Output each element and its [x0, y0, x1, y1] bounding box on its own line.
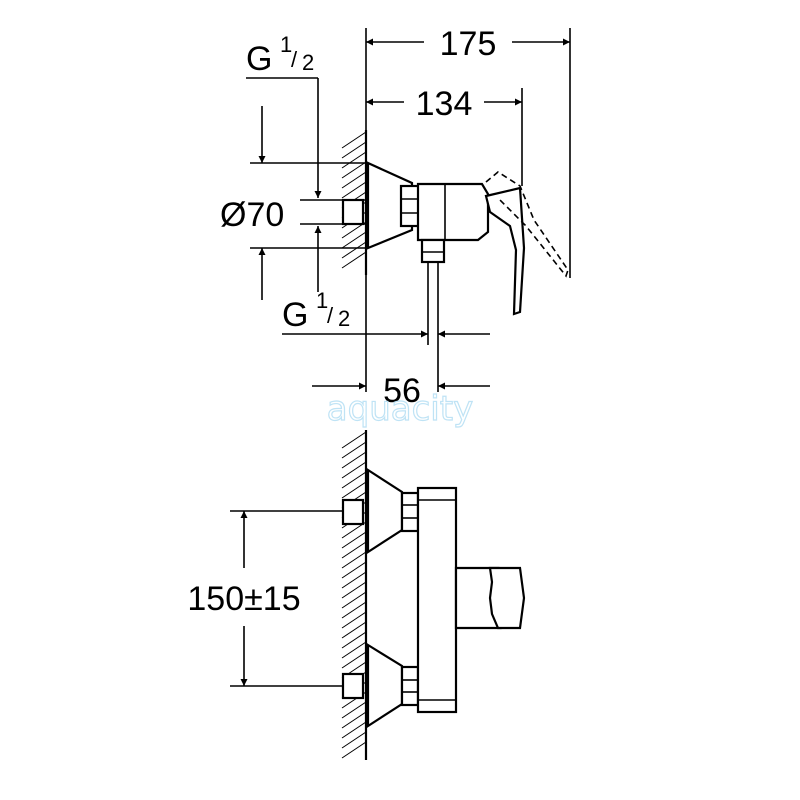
svg-text:2: 2 [302, 50, 314, 75]
hatch-line [341, 471, 367, 489]
hatch-line [341, 171, 367, 189]
supply-stub-upper [341, 498, 365, 526]
outlet-side [420, 238, 446, 264]
hatch-line [341, 551, 367, 569]
lever-raised-dashed [485, 171, 569, 278]
hatch-line [341, 721, 367, 739]
hatch-line [341, 131, 367, 149]
hatch-line [341, 531, 367, 549]
hatch-line [341, 461, 367, 479]
supply-stub-lower [341, 672, 365, 700]
thread-label-top: G 1 / 2 [246, 32, 314, 78]
hatch-line [341, 611, 367, 629]
hatch-line [341, 451, 367, 469]
hatch-line [341, 431, 367, 449]
svg-text:G: G [246, 40, 272, 78]
hatch-line [341, 241, 367, 259]
lever-handle-side [484, 186, 526, 316]
lever-tip-front [488, 566, 526, 630]
hatch-line [341, 651, 367, 669]
rosette-upper [366, 467, 404, 555]
side-view: 175 134 G 1 / 2 Ø70 G 1 / 2 [220, 25, 571, 410]
hatch-line [341, 621, 367, 639]
wall-hatch-top [341, 131, 367, 269]
hatch-line [341, 231, 367, 249]
thread-label-bottom: G 1 / 2 [282, 288, 350, 334]
hatch-line [341, 581, 367, 599]
hatch-line [341, 181, 367, 199]
dim-body-depth: 134 [416, 85, 473, 123]
svg-text:/: / [291, 47, 298, 72]
hatch-line [341, 141, 367, 159]
svg-text:1: 1 [280, 32, 292, 57]
hatch-line [341, 711, 367, 729]
hatch-line [341, 741, 367, 759]
hatch-line [341, 641, 367, 659]
watermark-logo: aquacity [327, 389, 473, 429]
rosette-lower [366, 643, 404, 729]
hatch-line [341, 251, 367, 269]
svg-text:/: / [327, 303, 334, 328]
svg-text:G: G [282, 296, 308, 334]
mixer-body-front [416, 486, 458, 714]
supply-stub-side [341, 198, 365, 226]
hatch-line [341, 701, 367, 719]
svg-text:2: 2 [338, 306, 350, 331]
dim-connection-offset: 56 [383, 372, 421, 410]
hatch-line [341, 161, 367, 179]
hatch-line [341, 571, 367, 589]
hatch-line [341, 601, 367, 619]
front-view: 150±15 [187, 430, 526, 760]
hatch-line [341, 731, 367, 749]
hatch-line [341, 151, 367, 169]
hatch-line [341, 631, 367, 649]
hatch-line [341, 561, 367, 579]
hex-nut-lower [400, 665, 420, 707]
hex-nut-side [399, 184, 421, 228]
hatch-line [341, 541, 367, 559]
wall-hatch-bottom [341, 431, 367, 759]
hatch-line [341, 591, 367, 609]
hatch-line [341, 481, 367, 499]
mixer-body-side [416, 182, 490, 242]
svg-text:1: 1 [316, 288, 328, 313]
dim-rosette-diameter: Ø70 [220, 196, 284, 234]
hex-nut-upper [400, 491, 420, 533]
dim-overall-depth: 175 [440, 25, 497, 63]
hatch-line [341, 441, 367, 459]
dim-centre-distance: 150±15 [187, 580, 300, 618]
